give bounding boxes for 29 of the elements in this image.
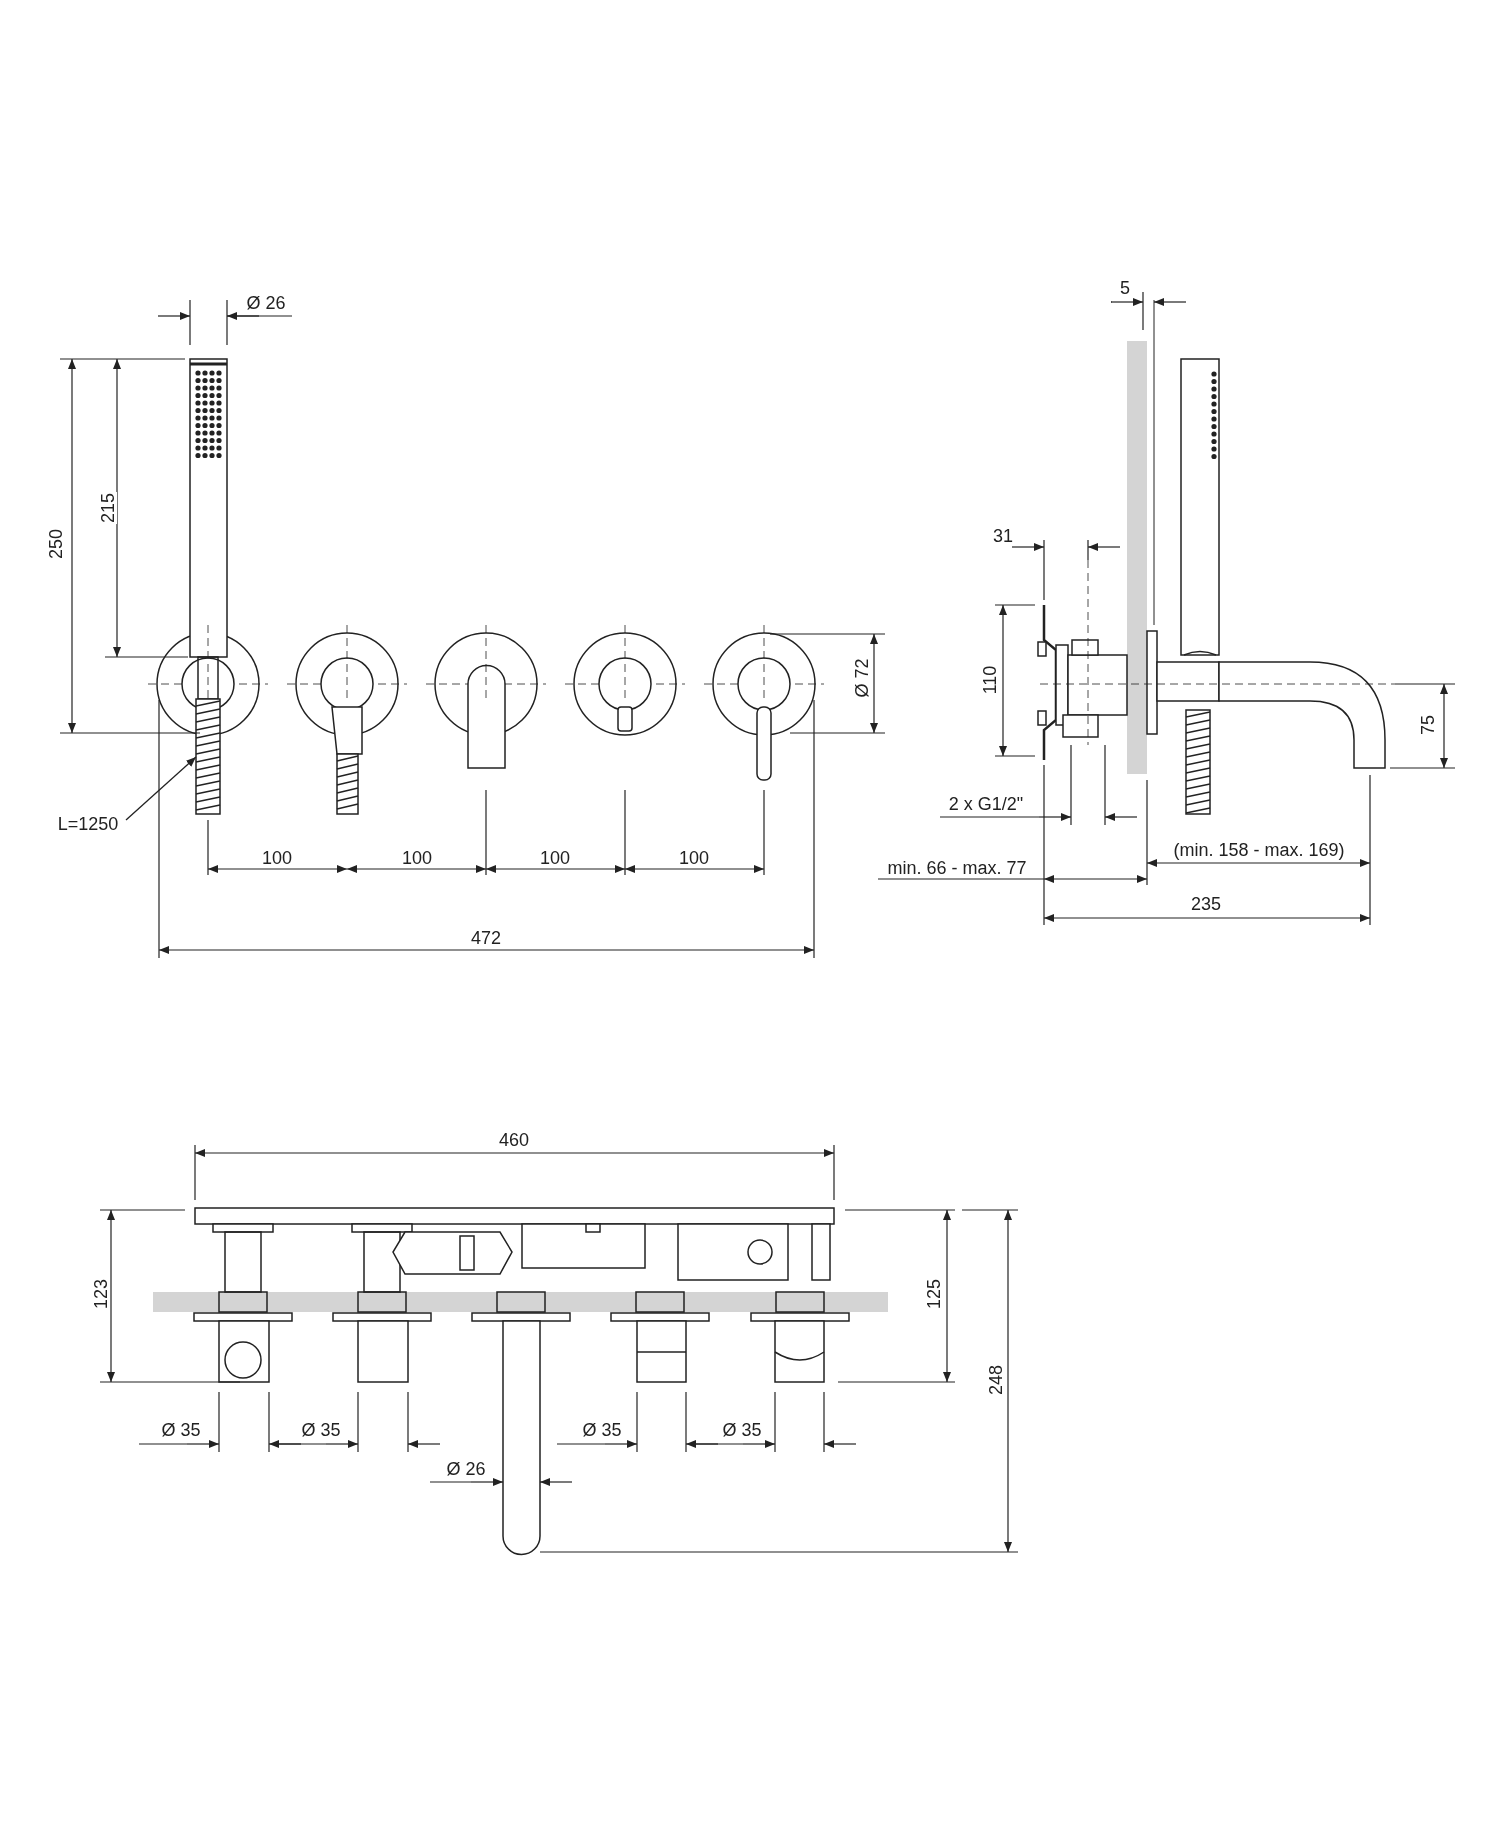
dimension-label: 100 <box>261 849 293 867</box>
dimension-label: 123 <box>92 1278 110 1310</box>
dimension-label: Ø 35 <box>581 1421 623 1439</box>
dimension-label: 100 <box>678 849 710 867</box>
dimension-label: 2 x G1/2" <box>947 795 1025 813</box>
dimension-label: Ø 35 <box>160 1421 202 1439</box>
dimension-label: Ø 26 <box>245 294 287 312</box>
dimension-label: 31 <box>992 527 1014 545</box>
hose-length-label: L=1250 <box>57 815 119 833</box>
dimension-label: 5 <box>1119 279 1131 297</box>
dimension-label: 125 <box>925 1278 943 1310</box>
dimension-label: 110 <box>981 664 999 696</box>
dimension-label: 235 <box>1190 895 1222 913</box>
dimension-label: 250 <box>47 528 65 560</box>
dimension-label: 460 <box>498 1131 530 1149</box>
dimension-label: min. 66 - max. 77 <box>886 859 1028 877</box>
dimension-label: Ø 35 <box>721 1421 763 1439</box>
dimension-label: Ø 26 <box>445 1460 487 1478</box>
dimension-label: 100 <box>539 849 571 867</box>
dimension-label: Ø 35 <box>300 1421 342 1439</box>
dimension-label: Ø 72 <box>853 657 871 699</box>
dimension-label: 248 <box>987 1364 1005 1396</box>
dimension-label: 100 <box>401 849 433 867</box>
dimension-label: (min. 158 - max. 169) <box>1172 841 1346 859</box>
hose-drawing <box>195 698 221 815</box>
dimension-label: 215 <box>99 492 117 524</box>
dimension-label: 472 <box>470 929 502 947</box>
leader-line <box>125 756 197 821</box>
dimension-label: 75 <box>1419 714 1437 736</box>
